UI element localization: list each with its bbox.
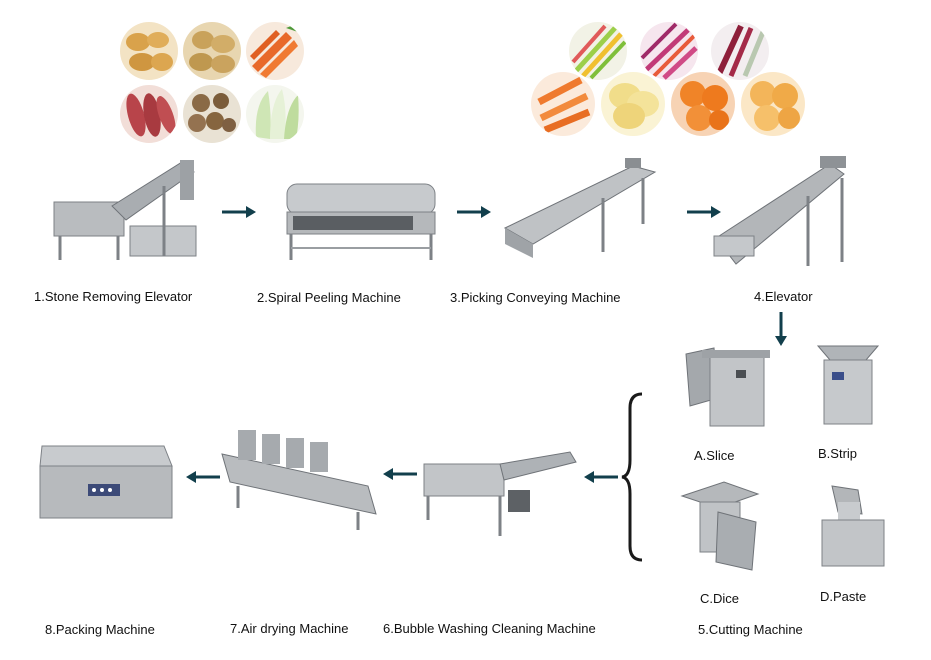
mixed-strips-icon: [569, 22, 627, 80]
arrow-left-icon: [186, 471, 220, 483]
sweet-potato-slices-icon: [741, 72, 805, 136]
bubble-washing-machine-image: [420, 450, 580, 542]
beet-strips-icon: [711, 22, 769, 80]
option-strip-label: B.Strip: [818, 446, 857, 461]
carrot-sticks-icon: [531, 72, 595, 136]
arrow-left-icon: [383, 468, 417, 480]
taro-icon: [183, 85, 241, 143]
arrow-down-icon: [775, 312, 787, 346]
step-1-label: 1.Stone Removing Elevator: [34, 289, 192, 304]
spiral-peeling-machine-image: [283, 176, 443, 264]
potatoes-icon: [120, 22, 178, 80]
step-2-label: 2.Spiral Peeling Machine: [257, 290, 401, 305]
curly-brace-icon: [620, 392, 646, 562]
option-slice-label: A.Slice: [694, 448, 734, 463]
packing-machine-image: [36, 440, 176, 524]
carrot-slices-icon: [671, 72, 735, 136]
carrots-icon: [246, 22, 304, 80]
step-5-label: 5.Cutting Machine: [698, 622, 803, 637]
cabbage-icon: [246, 85, 304, 143]
step-7-label: 7.Air drying Machine: [230, 621, 349, 636]
potato-slices-icon: [601, 72, 665, 136]
strip-cutter-image: [816, 344, 880, 430]
step-6-label: 6.Bubble Washing Cleaning Machine: [383, 621, 596, 636]
air-drying-machine-image: [218, 424, 382, 532]
yellow-potatoes-icon: [183, 22, 241, 80]
arrow-right-icon: [222, 206, 256, 218]
step-4-label: 4.Elevator: [754, 289, 813, 304]
stone-removing-elevator-image: [52, 156, 202, 264]
step-3-label: 3.Picking Conveying Machine: [450, 290, 621, 305]
purple-strips-icon: [640, 22, 698, 80]
option-dice-label: C.Dice: [700, 591, 739, 606]
arrow-right-icon: [457, 206, 491, 218]
option-paste-label: D.Paste: [820, 589, 866, 604]
arrow-right-icon: [687, 206, 721, 218]
slice-cutter-image: [684, 346, 772, 438]
sweet-potatoes-icon: [120, 85, 178, 143]
paste-grinder-image: [818, 484, 888, 572]
picking-conveying-machine-image: [503, 158, 663, 268]
dice-cutter-image: [678, 478, 766, 578]
step-8-label: 8.Packing Machine: [45, 622, 155, 637]
elevator-image: [712, 156, 858, 280]
arrow-left-icon: [584, 471, 618, 483]
